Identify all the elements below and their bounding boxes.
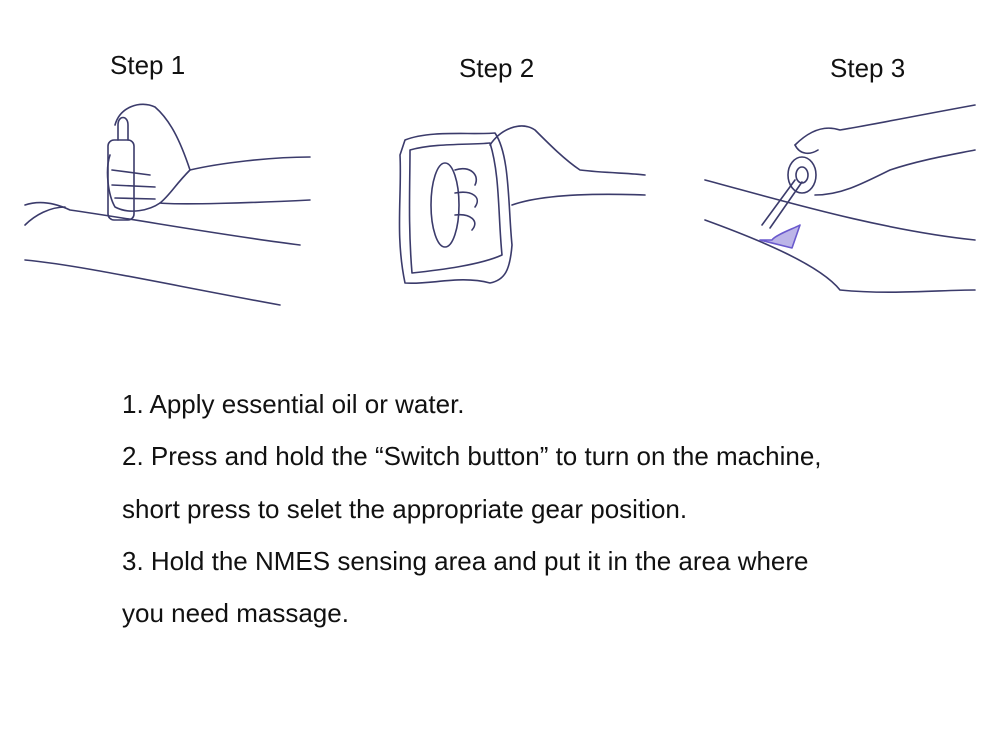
step-3-label: Step 3	[830, 53, 906, 83]
instruction-line-2: 2. Press and hold the “Switch button” to…	[122, 441, 822, 471]
step-1-illustration	[24, 103, 311, 306]
step-1-label: Step 1	[110, 50, 186, 80]
instruction-line-3: short press to selet the appropriate gea…	[122, 494, 688, 524]
instruction-line-1: 1. Apply essential oil or water.	[122, 389, 465, 419]
instruction-line-4: 3. Hold the NMES sensing area and put it…	[122, 546, 809, 576]
instruction-line-5: you need massage.	[122, 598, 349, 628]
step-3-illustration	[704, 104, 976, 294]
step-2-label: Step 2	[459, 53, 535, 83]
step-2-illustration	[398, 125, 646, 285]
